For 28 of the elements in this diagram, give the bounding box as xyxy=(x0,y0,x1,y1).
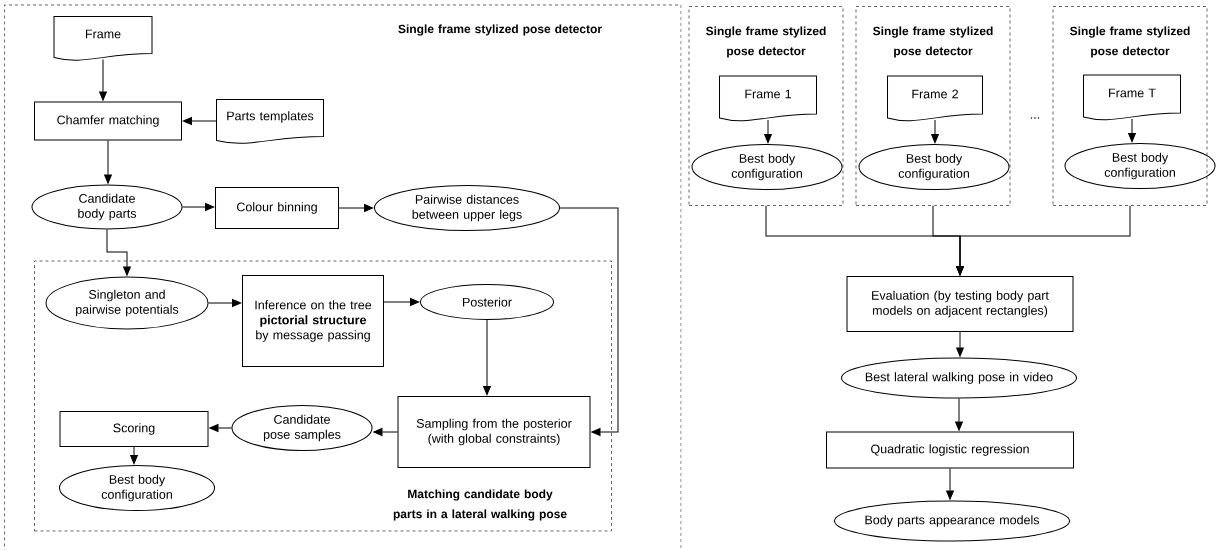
arrow xyxy=(209,424,232,432)
arrow xyxy=(764,119,772,144)
arrow xyxy=(208,299,242,307)
process-box: Sampling from the posterior (with global constraints) xyxy=(397,396,591,468)
arrow xyxy=(130,446,138,465)
arrow xyxy=(338,204,374,212)
process-box: Scoring xyxy=(59,411,209,447)
arrow xyxy=(182,203,215,211)
arrow xyxy=(383,298,420,306)
process-box: Evaluation (by testing body part models on adjacent rectangles) xyxy=(846,276,1074,332)
process-box: Inference on the tree pictorial structure by message passing xyxy=(242,275,384,367)
arrow xyxy=(483,319,491,396)
arrow xyxy=(373,428,398,436)
arrow xyxy=(931,119,939,144)
arrow xyxy=(955,398,963,431)
ellipsis-label: ... xyxy=(1030,117,1040,119)
arrow xyxy=(1128,118,1136,143)
arrow xyxy=(182,117,217,125)
arrow xyxy=(559,207,619,436)
arrow xyxy=(106,229,131,276)
arrow xyxy=(99,59,107,101)
arrow xyxy=(946,468,954,500)
process-box: Quadratic logistic regression xyxy=(826,431,1074,469)
arrow xyxy=(956,331,964,357)
process-box: Colour binning xyxy=(215,187,339,229)
arrow xyxy=(956,205,1131,276)
process-box: Chamfer matching xyxy=(34,101,182,141)
arrow xyxy=(104,140,112,184)
